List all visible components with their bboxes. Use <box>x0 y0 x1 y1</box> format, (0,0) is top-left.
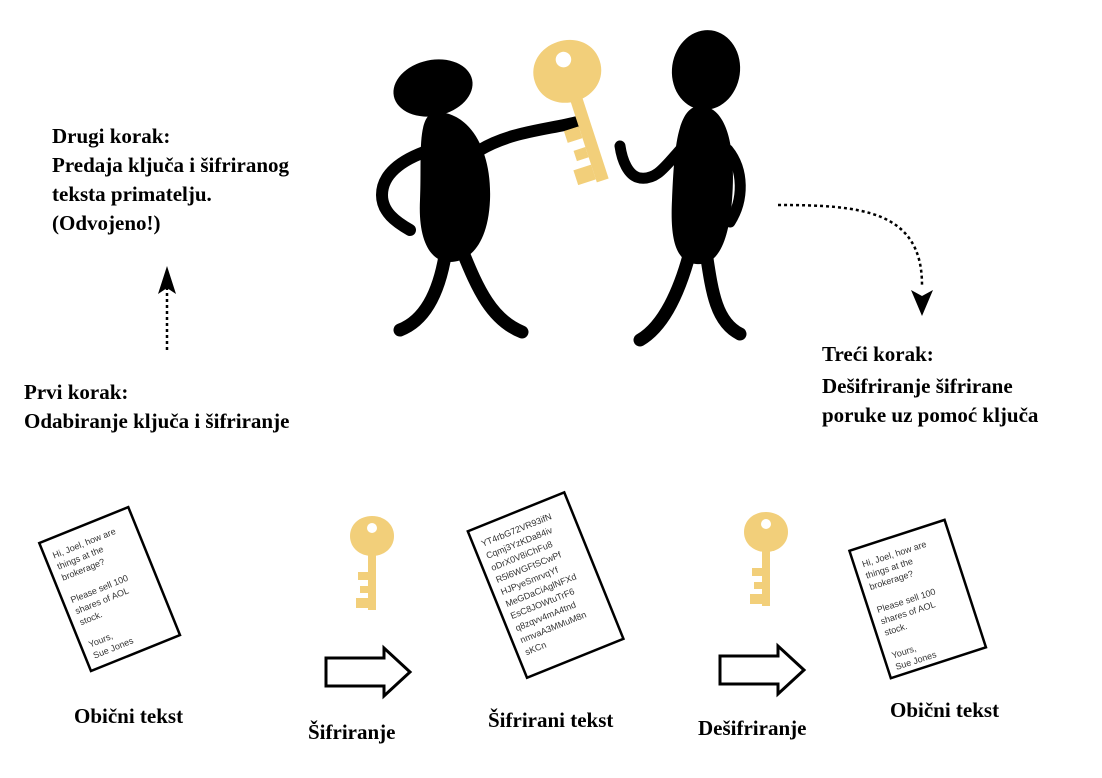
step-three-text: Treći korak: Dešifriranje šifrirane poru… <box>822 340 1038 430</box>
document-icon: YT4rbG72VR93ifNCqmj3YzKDa84ivoDrX0V8iChF… <box>466 490 626 680</box>
arrow-right-icon <box>324 646 412 698</box>
step-two-line-3: (Odvojeno!) <box>52 211 161 235</box>
step-two-text: Drugi korak: Predaja ključa i šifriranog… <box>52 122 289 238</box>
arrow-right-icon <box>718 644 806 696</box>
up-dotted-arrow-icon <box>158 266 176 350</box>
label-plain-text-1: Obični tekst <box>74 704 184 728</box>
label-cipher-text: Šifrirani tekst <box>488 708 614 732</box>
step-one-line-1: Odabiranje ključa i šifriranje <box>24 409 290 433</box>
down-dotted-arrow-icon <box>777 203 933 316</box>
step-two-title: Drugi korak: <box>52 124 171 148</box>
key-icon <box>744 512 788 606</box>
step-three-title: Treći korak: <box>822 342 934 366</box>
label-encryption: Šifriranje <box>308 720 396 744</box>
step-two-line-1: Predaja ključa i šifriranog <box>52 153 290 177</box>
step-two-line-2: teksta primatelju. <box>52 182 212 206</box>
step-three-line-1: Dešifriranje šifrirane <box>822 374 1013 398</box>
key-icon <box>350 516 394 610</box>
step-three-line-2: poruke uz pomoć ključa <box>822 403 1039 427</box>
step-one-title: Prvi korak: <box>24 380 129 404</box>
person-left-icon <box>375 59 584 339</box>
label-plain-text-2: Obični tekst <box>890 698 1000 722</box>
key-icon <box>525 31 636 191</box>
person-right-icon <box>614 30 747 347</box>
step-one-text: Prvi korak: Odabiranje ključa i šifriran… <box>24 378 289 436</box>
label-decryption: Dešifriranje <box>698 716 807 740</box>
